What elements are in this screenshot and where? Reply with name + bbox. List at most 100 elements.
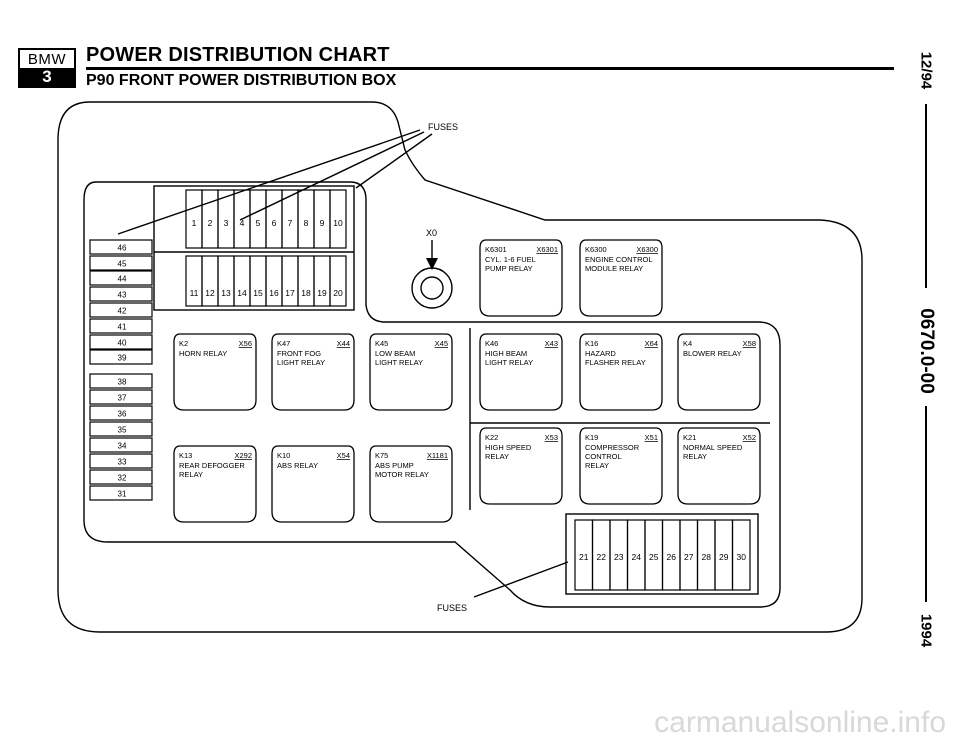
left-fuse-cell	[89, 405, 153, 421]
relay-description: RELAY	[585, 461, 609, 470]
top-fuse-upper-number: 8	[304, 218, 309, 228]
relay-id: K4	[683, 339, 692, 348]
relay-description: NORMAL SPEED	[683, 443, 743, 452]
left-fuse-number: 45	[118, 260, 127, 269]
left-fuse-number: 46	[118, 244, 127, 253]
left-fuse-number: 33	[118, 458, 127, 467]
relay-description: HIGH SPEED	[485, 443, 532, 452]
inner-panel-outline	[83, 181, 781, 608]
top-fuse-lower-cell	[249, 255, 267, 307]
relay-outline	[579, 333, 663, 411]
top-fuse-lower-number: 17	[285, 288, 295, 298]
relay-id: K10	[277, 451, 290, 460]
top-fuse-lower-number: 13	[221, 288, 231, 298]
bottom-fuse-number: 29	[719, 552, 729, 562]
left-fuse-number: 40	[118, 339, 127, 348]
relay-description: HAZARD	[585, 349, 616, 358]
fuses-bottom-label: FUSES	[437, 603, 467, 613]
relay-description: LOW BEAM	[375, 349, 415, 358]
relay-description: ABS PUMP	[375, 461, 414, 470]
left-fuse-cell	[89, 255, 153, 271]
relay-description: LIGHT RELAY	[375, 358, 423, 367]
relay-description: RELAY	[683, 452, 707, 461]
relay-outline	[579, 427, 663, 505]
relay-outline	[271, 333, 355, 411]
left-fuse-number: 41	[118, 323, 127, 332]
left-fuse-cell	[89, 334, 153, 350]
relay-connector: X52	[743, 433, 756, 442]
relay-connector: X6301	[536, 245, 558, 254]
relay-description: BLOWER RELAY	[683, 349, 742, 358]
bottom-fuse-number: 21	[579, 552, 589, 562]
left-fuse-cell	[89, 437, 153, 453]
top-fuse-upper-number: 10	[333, 218, 343, 228]
relay-id: K47	[277, 339, 290, 348]
bottom-fuse-number: 27	[684, 552, 694, 562]
relay-description: HORN RELAY	[179, 349, 227, 358]
top-fuse-lower-number: 15	[253, 288, 263, 298]
relay-outline	[479, 427, 563, 505]
relay-description: FRONT FOG	[277, 349, 321, 358]
relay-description: COMPRESSOR	[585, 443, 640, 452]
bottom-fuse-number: 25	[649, 552, 659, 562]
left-fuse-cell	[89, 389, 153, 405]
bmw-logo: BMW 3	[18, 48, 76, 88]
left-fuse-cell	[89, 286, 153, 302]
fuse-leader-bottom	[473, 561, 569, 598]
top-fuse-lower-number: 19	[317, 288, 327, 298]
top-fuse-lower-cell	[329, 255, 347, 307]
left-fuse-cell	[89, 453, 153, 469]
x0-label: X0	[426, 228, 437, 238]
left-fuse-number: 44	[118, 275, 127, 284]
x0-stud-outer	[411, 267, 453, 309]
relay-outline	[479, 333, 563, 411]
left-fuse-cell	[89, 469, 153, 485]
top-fuse-upper-number: 9	[320, 218, 325, 228]
top-fuse-upper-number: 4	[240, 218, 245, 228]
top-fuse-lower-cell	[297, 255, 315, 307]
relay-id: K45	[375, 339, 388, 348]
bottom-fuse-number: 22	[597, 552, 607, 562]
top-fuse-lower-number: 18	[301, 288, 311, 298]
relay-description: HIGH BEAM	[485, 349, 527, 358]
relay-outline	[677, 427, 761, 505]
left-fuse-cell	[89, 349, 153, 365]
relay-description: CYL. 1-6 FUEL	[485, 255, 536, 264]
left-fuse-cell	[89, 239, 153, 255]
left-fuse-cell	[89, 485, 153, 501]
left-fuse-cell	[89, 318, 153, 334]
relay-outline	[479, 239, 563, 317]
top-fuse-upper-number: 1	[192, 218, 197, 228]
x0-stud-inner	[420, 276, 444, 300]
top-fuse-lower-cell	[185, 255, 203, 307]
relay-connector: X6300	[636, 245, 658, 254]
fuse-leader-3	[355, 133, 433, 189]
top-fuse-lower-cell	[265, 255, 283, 307]
fuse-leader-2	[239, 131, 425, 221]
left-fuse-number: 38	[118, 378, 127, 387]
left-fuse-cell	[89, 302, 153, 318]
relay-outline	[173, 445, 257, 523]
left-fuse-number: 34	[118, 442, 127, 451]
relay-outline	[579, 239, 663, 317]
relay-connector: X56	[239, 339, 252, 348]
relay-connector: X1181	[427, 451, 448, 460]
relay-description: REAR DEFOGGER	[179, 461, 245, 470]
relay-id: K75	[375, 451, 388, 460]
left-fuse-number: 37	[118, 394, 127, 403]
relay-description: RELAY	[485, 452, 509, 461]
bottom-fuse-number: 28	[702, 552, 712, 562]
relay-connector: X54	[337, 451, 350, 460]
relay-outline	[369, 333, 453, 411]
relay-connector: X53	[545, 433, 558, 442]
